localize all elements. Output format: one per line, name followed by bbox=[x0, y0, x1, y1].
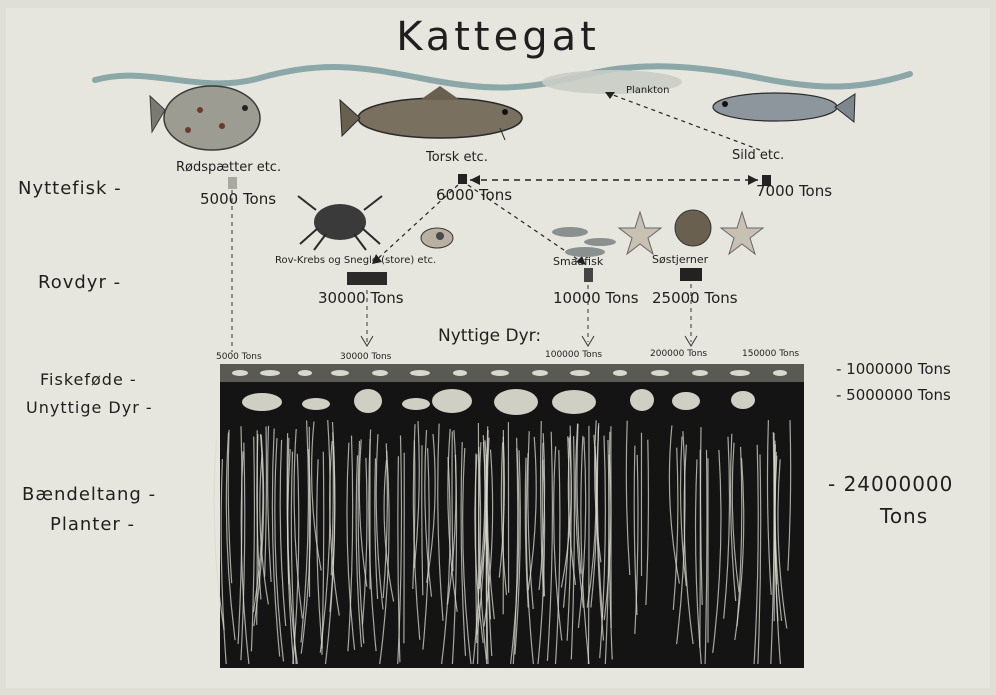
unyttige-tons: - 5000000 Tons bbox=[836, 386, 951, 404]
starfish-label: Søstjerner bbox=[652, 253, 708, 266]
smallfish-label: Smaafisk bbox=[553, 255, 603, 268]
feed-tons-5: 150000 Tons bbox=[742, 349, 799, 359]
starfish-marker bbox=[680, 268, 702, 281]
feed-tons-4: 200000 Tons bbox=[650, 349, 707, 359]
plants-tons-number: - 24000000 bbox=[828, 472, 953, 496]
eelgrass-blade bbox=[700, 450, 701, 648]
crab-tons: 30000 Tons bbox=[318, 289, 404, 307]
flatfish-tons: 5000 Tons bbox=[200, 190, 276, 208]
crab-label: Rov-Krebs og Snegle (store) etc. bbox=[275, 255, 436, 266]
water-surface-wave bbox=[95, 66, 910, 87]
cod-illustration bbox=[340, 86, 522, 140]
smallfish-tons: 10000 Tons bbox=[553, 289, 639, 307]
useful-animals-label: Nyttige Dyr: bbox=[438, 326, 541, 346]
feed-tons-1: 5000 Tons bbox=[216, 352, 262, 362]
label-nyttefisk: Nyttefisk - bbox=[18, 178, 122, 199]
plankton-label: Plankton bbox=[626, 85, 669, 96]
eelgrass-blade bbox=[257, 430, 258, 625]
feed-tons-2: 30000 Tons bbox=[340, 352, 391, 362]
herring-label: Sild etc. bbox=[732, 148, 784, 163]
snail-illustration bbox=[421, 228, 453, 248]
cod-tons: 6000 Tons bbox=[436, 186, 512, 204]
herring-tons: 7000 Tons bbox=[756, 182, 832, 200]
flatfish-marker bbox=[228, 177, 237, 189]
smallfish-marker bbox=[584, 268, 593, 282]
label-rovdyr: Rovdyr - bbox=[38, 272, 121, 293]
feed-tons-3: 100000 Tons bbox=[545, 350, 602, 360]
crab-marker bbox=[347, 272, 387, 285]
label-fiskefode: Fiskeføde - bbox=[40, 370, 137, 389]
plants-tons-unit: Tons bbox=[880, 504, 928, 528]
label-planter: Planter - bbox=[50, 514, 135, 535]
cod-marker bbox=[458, 174, 467, 184]
starfish-illustration bbox=[619, 210, 763, 254]
herring-illustration bbox=[713, 93, 855, 122]
fiskefode-tons: - 1000000 Tons bbox=[836, 360, 951, 378]
flatfish-illustration bbox=[150, 86, 260, 150]
diagram-title: Kattegat bbox=[0, 14, 996, 60]
eelgrass-blade bbox=[588, 426, 589, 664]
flatfish-label: Rødspætter etc. bbox=[176, 160, 281, 175]
crab-illustration bbox=[298, 196, 382, 250]
starfish-tons: 25000 Tons bbox=[652, 289, 738, 307]
cod-label: Torsk etc. bbox=[426, 150, 488, 165]
smallfish-illustration bbox=[552, 227, 616, 257]
label-unyttige-dyr: Unyttige Dyr - bbox=[26, 398, 153, 417]
label-baendeltang: Bændeltang - bbox=[22, 484, 156, 505]
